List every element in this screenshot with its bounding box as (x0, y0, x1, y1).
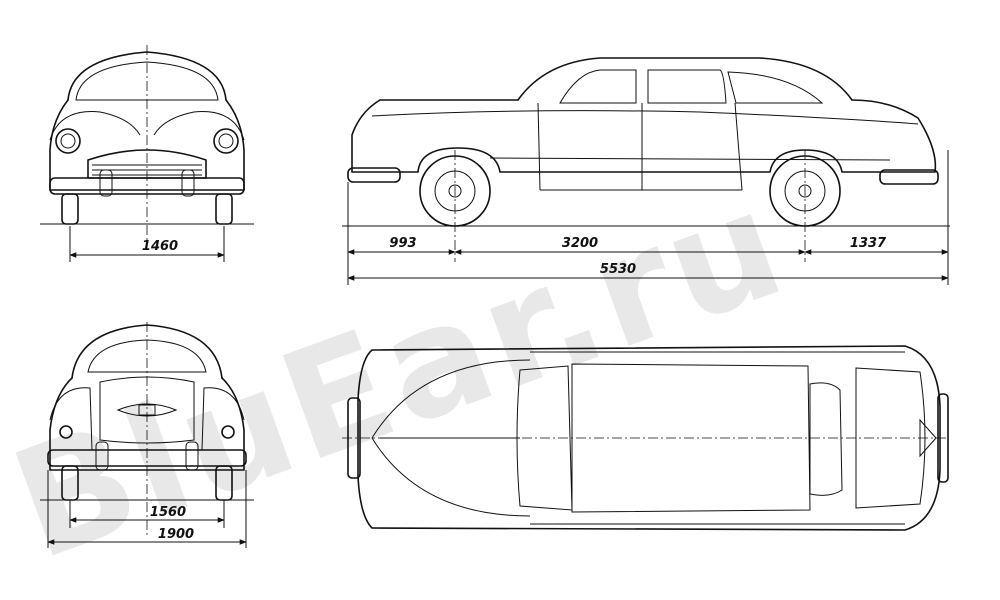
windshield (75, 61, 219, 101)
left-tail-light (59, 425, 73, 439)
side-quarter-window (727, 71, 824, 104)
top-trunk (855, 367, 926, 509)
front-view: 1460 (40, 45, 254, 262)
top-windshield (516, 365, 573, 511)
rear-window (87, 339, 207, 373)
overall-length-label: 5530 (600, 262, 636, 277)
rear-track-label: 1560 (150, 505, 186, 520)
side-window-rear (647, 69, 727, 104)
left-headlight (55, 128, 81, 154)
front-bumper (49, 177, 245, 195)
front-left-fender (49, 111, 141, 141)
side-rear-bumper (879, 169, 939, 185)
side-front-bumper (347, 167, 401, 183)
top-rear-window (809, 382, 843, 496)
top-rear-bumper (937, 393, 949, 483)
side-window-front (559, 69, 637, 104)
side-view: 993 3200 1337 5530 (342, 57, 950, 285)
rear-roof (71, 324, 223, 379)
front-right-wheel (215, 193, 233, 225)
rear-view: 1560 1900 (40, 322, 254, 548)
side-front-door-line (537, 102, 541, 191)
top-front-bumper (347, 397, 361, 479)
rear-emblem-icon (116, 403, 178, 417)
side-rear-door-line (734, 102, 743, 191)
front-track-label: 1460 (142, 239, 178, 254)
side-roof (517, 57, 853, 101)
rear-overhang-label: 1337 (850, 236, 887, 251)
front-body-outline (49, 99, 245, 191)
top-body-outline (357, 345, 941, 531)
front-overhang-label: 993 (389, 236, 416, 251)
top-view (342, 345, 949, 531)
front-grille (87, 149, 207, 179)
overall-width-label: 1900 (158, 527, 194, 542)
top-roof (571, 363, 811, 513)
front-right-fender (153, 111, 245, 141)
side-body-outline (351, 99, 937, 173)
right-headlight (213, 128, 239, 154)
front-left-wheel (61, 193, 79, 225)
trunk-lid (99, 376, 195, 444)
wheelbase-label: 3200 (562, 236, 598, 251)
right-tail-light (221, 425, 235, 439)
front-roof (67, 51, 227, 101)
rear-body-outline (49, 377, 245, 471)
rear-bumper (47, 449, 247, 467)
